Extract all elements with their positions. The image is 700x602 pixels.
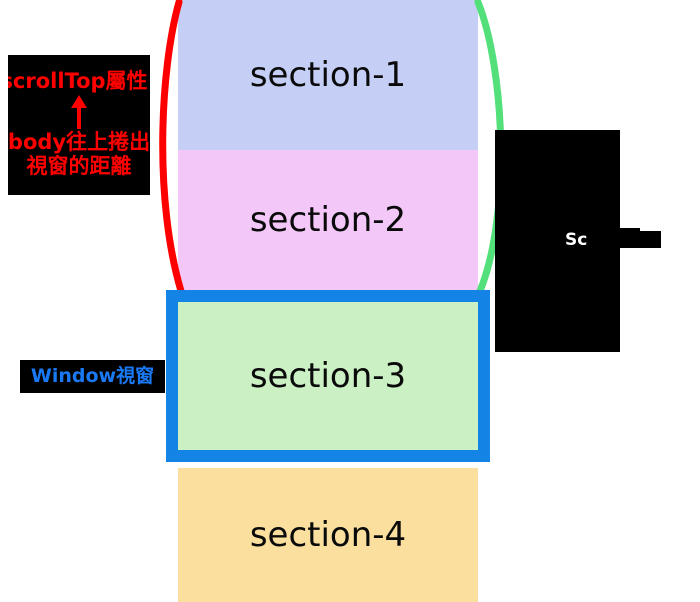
- scrolltop-title: scrollTop屬性: [8, 68, 148, 93]
- section-2-label: section-2: [249, 200, 407, 240]
- section-1-block: section-1: [178, 0, 478, 150]
- section-1-label: section-1: [249, 55, 407, 95]
- scrolltop-desc-line2: 視窗的距離: [26, 153, 132, 178]
- section-4-label: section-4: [249, 515, 407, 555]
- scrollheight-label-overflow: [620, 231, 661, 248]
- section-4-block: section-4: [178, 468, 478, 602]
- scrollheight-label: Sc: [565, 230, 588, 251]
- section-3-block: section-3: [166, 290, 490, 462]
- scrolltop-annotation: scrollTop屬性 body往上捲出 視窗的距離: [8, 55, 150, 195]
- section-3-label: section-3: [249, 356, 407, 396]
- window-viewport-annotation: Window視窗: [20, 360, 165, 393]
- scrollheight-annotation: Sc: [495, 130, 620, 352]
- scrolltop-desc-line1: body往上捲出: [8, 130, 150, 155]
- window-viewport-label: Window視窗: [30, 365, 155, 387]
- arrow-up-icon: [8, 95, 150, 130]
- scrollheight-label-overflow-tail: [620, 228, 640, 232]
- section-2-block: section-2: [178, 150, 478, 290]
